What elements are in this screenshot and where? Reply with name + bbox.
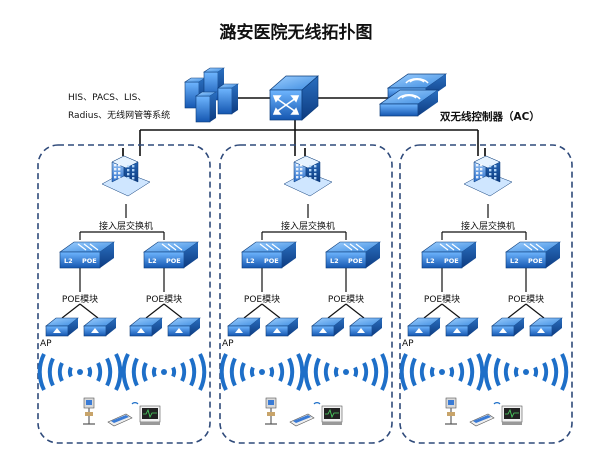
switch-label-l2: L2: [426, 257, 435, 265]
zone-2: 接入层交换机 L2 POE L2 POE POE模块 POE模块 AP: [219, 144, 393, 444]
poe-module-label: POE模块: [62, 293, 98, 305]
access-point-icon: [83, 317, 117, 337]
access-point-icon: [227, 317, 261, 337]
wifi-signal-icon: [399, 353, 485, 391]
poe-module-label: POE模块: [328, 293, 364, 305]
page-title: 潞安医院无线拓扑图: [220, 22, 373, 43]
wifi-signal-icon: [483, 353, 569, 391]
core-links: [139, 97, 479, 156]
core-switch-icon: [269, 75, 319, 121]
zone-1: 接入层交换机 L2 POE L2 POE POE模块 POE模块 AP: [37, 144, 211, 444]
access-switch-label: 接入层交换机: [461, 220, 515, 232]
wireless-controller-icon: [378, 73, 448, 117]
access-point-icon: [529, 317, 563, 337]
building-icon: [101, 148, 151, 197]
access-point-icon: [311, 317, 345, 337]
switch-label-l2: L2: [246, 257, 255, 265]
zone-links: [423, 204, 545, 319]
wifi-signal-icon: [219, 353, 305, 391]
servers-label-line1: HIS、PACS、LIS、: [68, 93, 146, 103]
access-point-icon: [445, 317, 479, 337]
switch-label-l2: L2: [64, 257, 73, 265]
access-switch-label: 接入层交换机: [99, 220, 153, 232]
poe-module-label: POE模块: [146, 293, 182, 305]
l2-poe-switch-icon: L2 POE: [143, 241, 199, 269]
zone-3: 接入层交换机 L2 POE L2 POE POE模块 POE模块 AP: [399, 144, 573, 444]
access-point-icon: [349, 317, 383, 337]
zone-border: [399, 144, 573, 444]
medical-terminal-icon: [83, 397, 161, 427]
servers-label-line2: Radius、无线网管等系统: [68, 109, 170, 121]
poe-module-label: POE模块: [244, 293, 280, 305]
l2-poe-switch-icon: L2 POE: [421, 241, 477, 269]
medical-terminal-icon: [445, 397, 523, 427]
access-point-icon: [265, 317, 299, 337]
medical-terminal-icon: [265, 397, 343, 427]
switch-label-l2: L2: [510, 257, 519, 265]
l2-poe-switch-icon: L2 POE: [241, 241, 297, 269]
ac-label: 双无线控制器（AC）: [439, 110, 540, 123]
switch-label-poe: POE: [264, 257, 279, 265]
wifi-signal-icon: [121, 353, 207, 391]
switch-label-poe: POE: [348, 257, 363, 265]
access-point-icon: [45, 317, 79, 337]
access-point-icon: [167, 317, 201, 337]
building-icon: [283, 148, 333, 197]
zone-border: [37, 144, 211, 444]
switch-label-l2: L2: [148, 257, 157, 265]
switch-label-poe: POE: [528, 257, 543, 265]
switch-label-poe: POE: [166, 257, 181, 265]
l2-poe-switch-icon: L2 POE: [59, 241, 115, 269]
wifi-signal-icon: [303, 353, 389, 391]
ap-label: AP: [40, 339, 52, 349]
switch-label-poe: POE: [82, 257, 97, 265]
access-point-icon: [407, 317, 441, 337]
access-point-icon: [129, 317, 163, 337]
zone-links: [243, 204, 365, 319]
l2-poe-switch-icon: L2 POE: [505, 241, 561, 269]
wifi-signal-icon: [37, 353, 123, 391]
switch-label-l2: L2: [330, 257, 339, 265]
zone-border: [219, 144, 393, 444]
server-cluster-icon: [184, 67, 239, 123]
zone-links: [61, 204, 183, 319]
ap-label: AP: [222, 339, 234, 349]
switch-label-poe: POE: [444, 257, 459, 265]
poe-module-label: POE模块: [424, 293, 460, 305]
building-icon: [463, 148, 513, 197]
access-switch-label: 接入层交换机: [281, 220, 335, 232]
ap-label: AP: [402, 339, 414, 349]
access-point-icon: [491, 317, 525, 337]
l2-poe-switch-icon: L2 POE: [325, 241, 381, 269]
poe-module-label: POE模块: [508, 293, 544, 305]
